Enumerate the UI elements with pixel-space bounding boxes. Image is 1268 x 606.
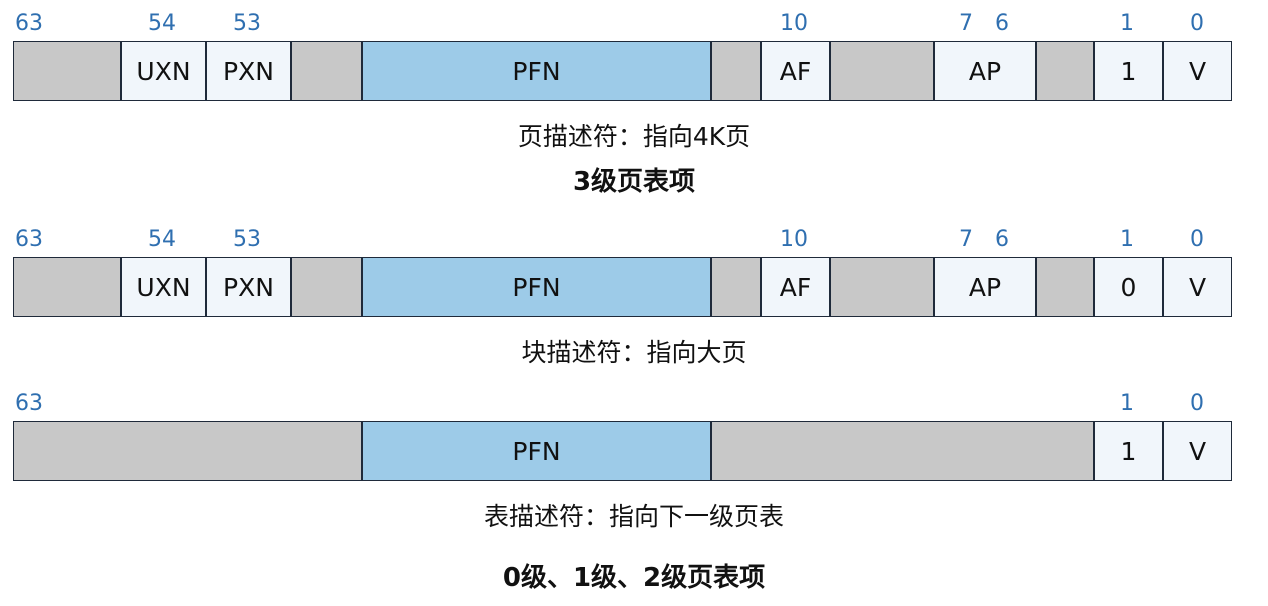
block-bit-numbers: 63 54 53 10 7 6 1 0 [0, 229, 1268, 253]
block-descriptor: UXN PXN PFN AF AP 0 V [13, 257, 1232, 317]
block-descriptor-caption: 块描述符：指向大页 [521, 338, 747, 367]
reserved-field [13, 421, 362, 481]
pfn-field: PFN [362, 41, 711, 101]
bit-63-label: 63 [15, 227, 43, 252]
bit1-field: 1 [1094, 421, 1163, 481]
level3-bit-numbers: 63 54 53 10 7 6 1 0 [0, 13, 1268, 37]
level3-heading: 3级页表项 [572, 167, 696, 197]
table-descriptor-caption: 表描述符：指向下一级页表 [483, 502, 784, 531]
bit-0-label: 0 [1190, 227, 1204, 252]
bit-7-label: 7 [959, 11, 973, 36]
table-descriptor: PFN 1 V [13, 421, 1232, 481]
reserved-field [291, 257, 362, 317]
bit-63-label: 63 [15, 391, 43, 416]
pfn-field: PFN [362, 421, 711, 481]
bit-6-label: 6 [995, 227, 1009, 252]
bit-0-label: 0 [1190, 11, 1204, 36]
table-bit-numbers: 63 1 0 [0, 393, 1268, 417]
bit-7-label: 7 [959, 227, 973, 252]
ap-field: AP [934, 257, 1036, 317]
page-descriptor-caption: 页描述符：指向4K页 [517, 122, 751, 151]
bit-53-label: 53 [233, 11, 261, 36]
reserved-field [711, 421, 1094, 481]
reserved-field [830, 257, 934, 317]
reserved-field [1036, 257, 1094, 317]
bit-1-label: 1 [1120, 227, 1134, 252]
pxn-field: PXN [206, 257, 291, 317]
bit-63-label: 63 [15, 11, 43, 36]
pxn-field: PXN [206, 41, 291, 101]
bit-0-label: 0 [1190, 391, 1204, 416]
reserved-field [830, 41, 934, 101]
level012-heading: 0级、1级、2级页表项 [502, 563, 766, 593]
reserved-field [13, 257, 121, 317]
reserved-field [13, 41, 121, 101]
af-field: AF [761, 41, 830, 101]
level3-page-descriptor: UXN PXN PFN AF AP 1 V [13, 41, 1232, 101]
reserved-field [1036, 41, 1094, 101]
uxn-field: UXN [121, 41, 206, 101]
bit-53-label: 53 [233, 227, 261, 252]
af-field: AF [761, 257, 830, 317]
bit-1-label: 1 [1120, 391, 1134, 416]
reserved-field [291, 41, 362, 101]
bit1-field: 1 [1094, 41, 1163, 101]
ap-field: AP [934, 41, 1036, 101]
reserved-field [711, 257, 761, 317]
pfn-field: PFN [362, 257, 711, 317]
reserved-field [711, 41, 761, 101]
bit-6-label: 6 [995, 11, 1009, 36]
bit-1-label: 1 [1120, 11, 1134, 36]
bit1-field: 0 [1094, 257, 1163, 317]
bit-10-label: 10 [780, 227, 808, 252]
bit-10-label: 10 [780, 11, 808, 36]
valid-field: V [1163, 421, 1232, 481]
bit-54-label: 54 [148, 11, 176, 36]
bit-54-label: 54 [148, 227, 176, 252]
valid-field: V [1163, 41, 1232, 101]
valid-field: V [1163, 257, 1232, 317]
uxn-field: UXN [121, 257, 206, 317]
